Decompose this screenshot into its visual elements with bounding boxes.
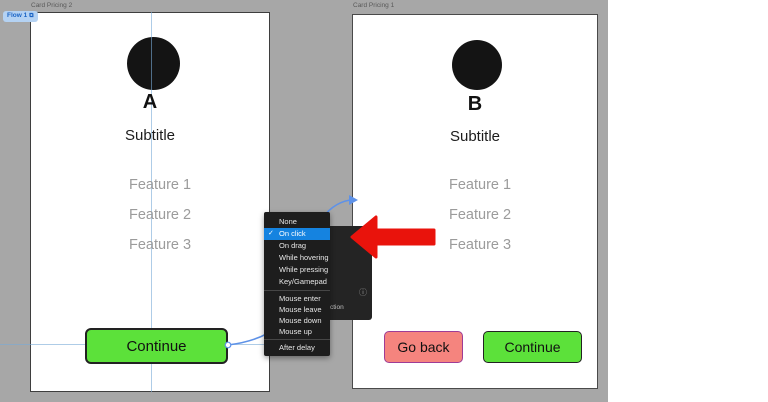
- menu-item-on-drag[interactable]: On drag: [264, 240, 330, 252]
- menu-item-label: On drag: [279, 241, 307, 250]
- feature-item: Feature 3: [449, 237, 512, 253]
- flow-start-badge[interactable]: Flow 1 ⧉: [3, 11, 38, 22]
- menu-item-label: While pressing: [279, 265, 329, 274]
- menu-item-label: Mouse down: [279, 316, 322, 325]
- interaction-panel-fragment: ction: [330, 304, 344, 311]
- menu-separator: [264, 290, 330, 291]
- menu-item-label: Key/Gamepad: [279, 277, 327, 286]
- menu-item-label: Mouse enter: [279, 294, 321, 303]
- avatar-circle[interactable]: [452, 40, 502, 90]
- card-title: B: [467, 93, 483, 115]
- menu-item-label: Mouse leave: [279, 305, 322, 314]
- menu-item-mouse-enter[interactable]: Mouse enter: [264, 293, 330, 304]
- card-title: A: [142, 91, 158, 113]
- menu-item-label: After delay: [279, 343, 315, 352]
- design-canvas[interactable]: Card Pricing 2 Card Pricing 1 Flow 1 ⧉ A…: [0, 0, 608, 402]
- menu-item-after-delay[interactable]: After delay: [264, 342, 330, 354]
- info-icon[interactable]: ⓘ: [359, 288, 367, 297]
- card-subtitle: Subtitle: [449, 128, 501, 145]
- flow-icon: ⧉: [29, 13, 34, 20]
- menu-item-none[interactable]: None: [264, 216, 330, 228]
- menu-item-label: None: [279, 217, 297, 226]
- frame-card-pricing-2[interactable]: A Subtitle Feature 1 Feature 2 Feature 3…: [30, 12, 270, 392]
- frame-label-card-pricing-1: Card Pricing 1: [353, 2, 395, 9]
- vertical-guide-line: [151, 12, 152, 392]
- menu-item-key-gamepad[interactable]: Key/Gamepad: [264, 276, 330, 288]
- feature-item: Feature 2: [449, 207, 512, 223]
- flow-badge-label: Flow 1: [7, 12, 28, 19]
- go-back-button[interactable]: Go back: [384, 331, 463, 363]
- menu-item-mouse-leave[interactable]: Mouse leave: [264, 304, 330, 315]
- frame-card-pricing-1[interactable]: B Subtitle Feature 1 Feature 2 Feature 3…: [352, 14, 598, 389]
- menu-separator: [264, 339, 330, 340]
- menu-item-label: Mouse up: [279, 327, 312, 336]
- menu-item-while-hovering[interactable]: While hovering: [264, 252, 330, 264]
- card-subtitle: Subtitle: [124, 127, 176, 144]
- menu-item-label: While hovering: [279, 253, 329, 262]
- feature-item: Feature 3: [129, 237, 192, 253]
- feature-item: Feature 2: [129, 207, 192, 223]
- continue-button[interactable]: Continue: [85, 328, 228, 364]
- menu-item-on-click[interactable]: ✓ On click: [264, 228, 330, 240]
- continue-button[interactable]: Continue: [483, 331, 582, 363]
- menu-item-while-pressing[interactable]: While pressing: [264, 264, 330, 276]
- avatar-circle[interactable]: [127, 37, 180, 90]
- menu-item-label: On click: [279, 229, 306, 238]
- menu-item-mouse-up[interactable]: Mouse up: [264, 326, 330, 337]
- trigger-context-menu: None ✓ On click On drag While hovering W…: [264, 212, 330, 356]
- feature-item: Feature 1: [449, 177, 512, 193]
- feature-item: Feature 1: [129, 177, 192, 193]
- frame-label-card-pricing-2: Card Pricing 2: [31, 2, 73, 9]
- checkmark-icon: ✓: [268, 230, 274, 237]
- menu-item-mouse-down[interactable]: Mouse down: [264, 315, 330, 326]
